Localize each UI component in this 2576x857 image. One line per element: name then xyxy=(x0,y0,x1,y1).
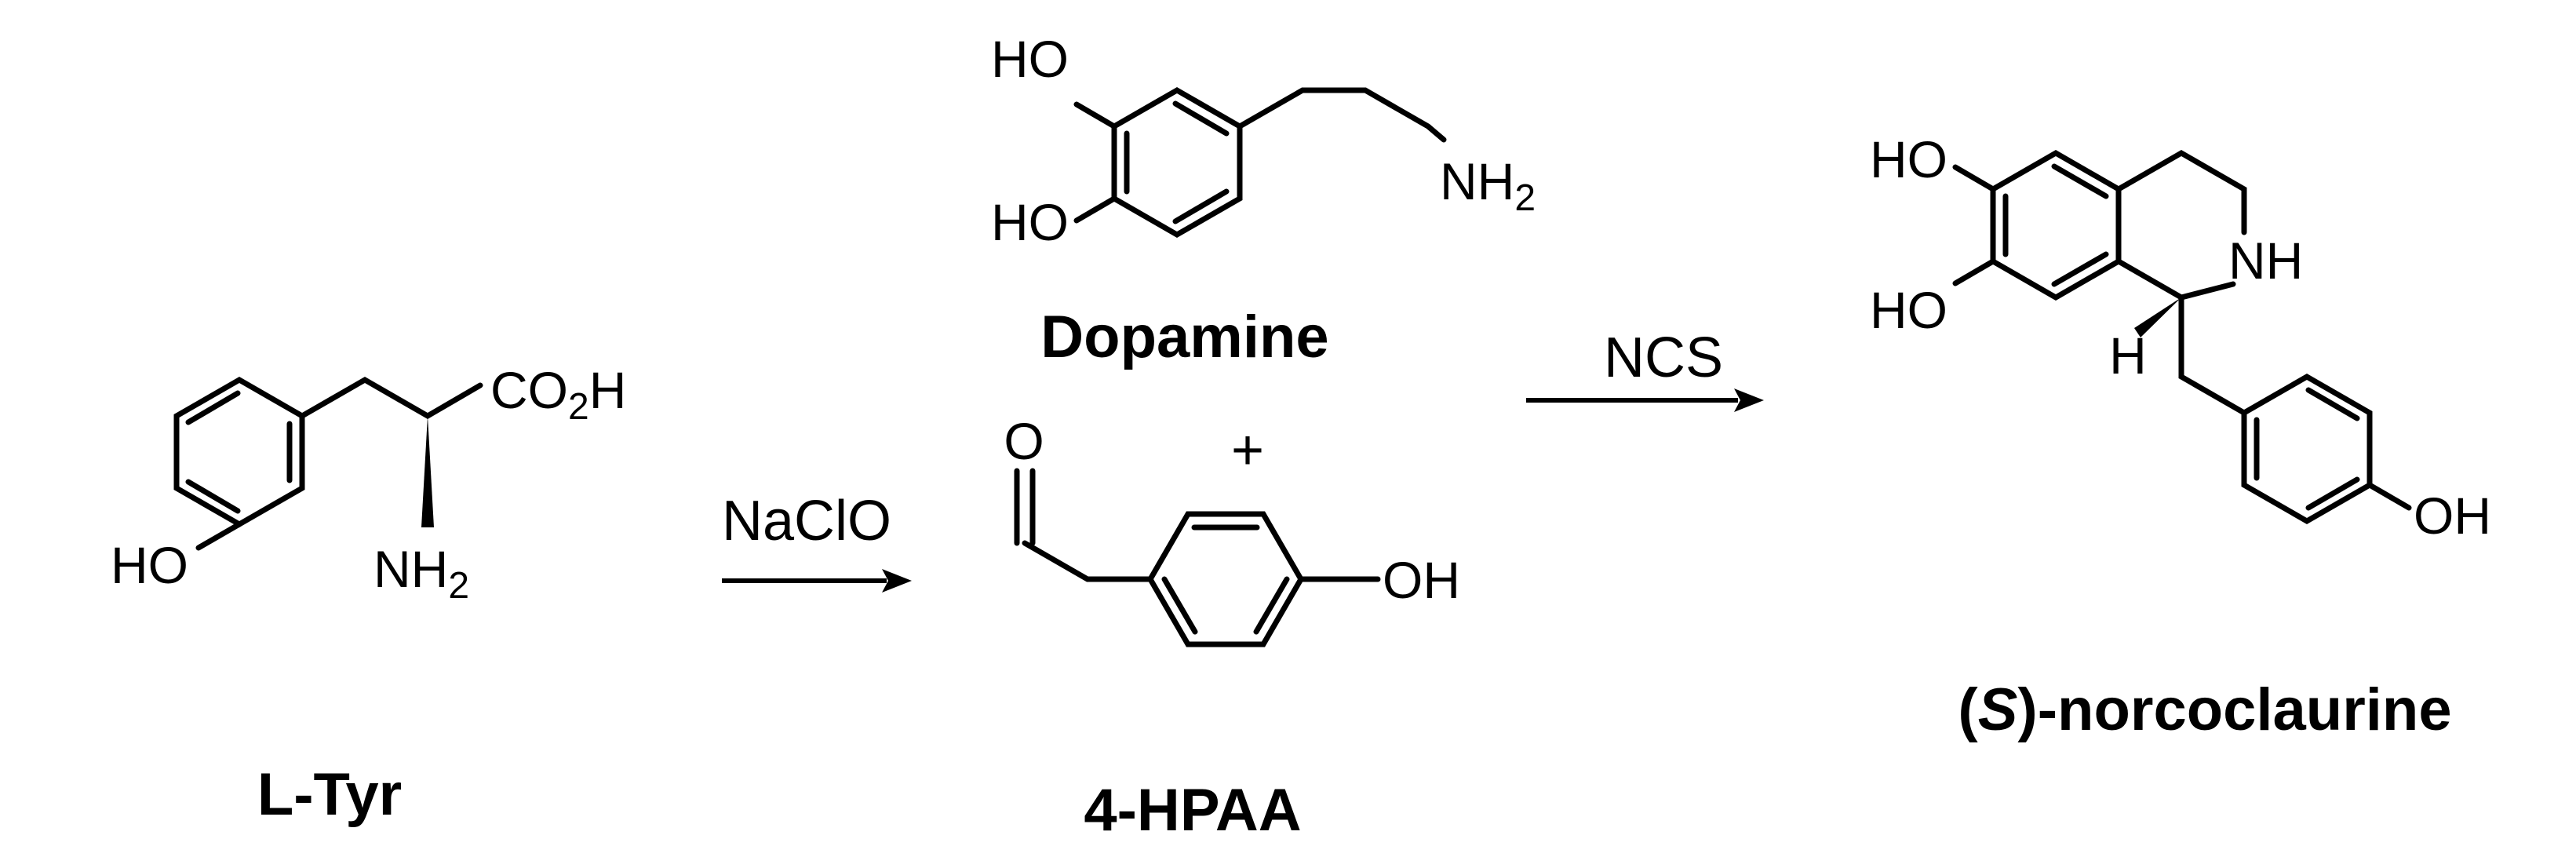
norcoclaurine-nh-label: NH xyxy=(2228,232,2303,290)
hpaa-o-label: O xyxy=(1004,412,1044,470)
dopamine-structure: HO HO NH2 xyxy=(991,30,1536,251)
l-tyr-side-chain xyxy=(299,376,483,420)
arrow-1-head xyxy=(882,569,912,593)
l-tyr-wedge-bond xyxy=(421,416,434,527)
norcoclaurine-benzyl-bond xyxy=(2178,294,2247,416)
norcoclaurine-name: (S)-norcoclaurine xyxy=(1958,676,2451,743)
norcoclaurine-ho-top-label: HO xyxy=(1870,130,1947,188)
norcoclaurine-piperidine-ring xyxy=(2115,149,2247,301)
l-tyr-ring-inner-bonds xyxy=(185,390,293,514)
dopamine-ethylamine-chain xyxy=(1237,87,1447,143)
norcoclaurine-oh-bonds xyxy=(1952,164,1996,286)
dopamine-name: Dopamine xyxy=(1040,304,1328,370)
reagent-ncs: NCS xyxy=(1604,326,1723,389)
dopamine-oh-bonds xyxy=(1073,101,1117,224)
norcoclaurine-structure: NH HO HO H OH xyxy=(1870,130,2491,545)
hpaa-chain xyxy=(1022,540,1153,582)
arrow-2-head xyxy=(1734,388,1764,412)
reagent-naclo: NaClO xyxy=(722,490,891,552)
norcoclaurine-aromatic-inner-bonds xyxy=(2002,163,2109,287)
norcoclaurine-oh-label: OH xyxy=(2414,487,2491,545)
hpaa-oh-label: OH xyxy=(1383,551,1460,609)
dopamine-ring xyxy=(1111,86,1243,239)
norcoclaurine-h-label: H xyxy=(2109,326,2147,385)
l-tyr-nh2-label: NH2 xyxy=(373,540,469,607)
l-tyr-ho-bond xyxy=(195,521,242,551)
dopamine-ring-inner-bonds xyxy=(1124,100,1230,224)
hpaa-ring-inner-bonds xyxy=(1161,524,1290,635)
l-tyr-ring xyxy=(173,376,305,528)
dopamine-ho-top-label: HO xyxy=(991,30,1069,88)
norcoclaurine-aromatic-ring xyxy=(1990,149,2122,301)
l-tyr-structure: HO CO2H NH2 xyxy=(111,361,626,607)
l-tyr-ho-label: HO xyxy=(111,536,188,594)
dopamine-ho-bottom-label: HO xyxy=(991,193,1069,251)
hpaa-ring xyxy=(1146,511,1305,647)
hpaa-carbonyl-double-bond xyxy=(1014,468,1036,546)
norcoclaurine-phenol-ring xyxy=(2241,373,2373,525)
plus-sign: + xyxy=(1231,419,1264,482)
norcoclaurine-ho-bottom-label: HO xyxy=(1870,281,1947,339)
hpaa-structure: O OH xyxy=(1004,412,1460,647)
norcoclaurine-phenol-inner-bonds xyxy=(2254,387,2360,511)
hpaa-name: 4-HPAA xyxy=(1084,777,1301,844)
norcoclaurine-h-wedge xyxy=(2134,297,2181,337)
l-tyr-name: L-Tyr xyxy=(257,761,402,828)
l-tyr-co2h-label: CO2H xyxy=(490,361,626,428)
norcoclaurine-phenol-oh-bond xyxy=(2366,482,2412,511)
dopamine-nh2-label: NH2 xyxy=(1440,152,1536,219)
